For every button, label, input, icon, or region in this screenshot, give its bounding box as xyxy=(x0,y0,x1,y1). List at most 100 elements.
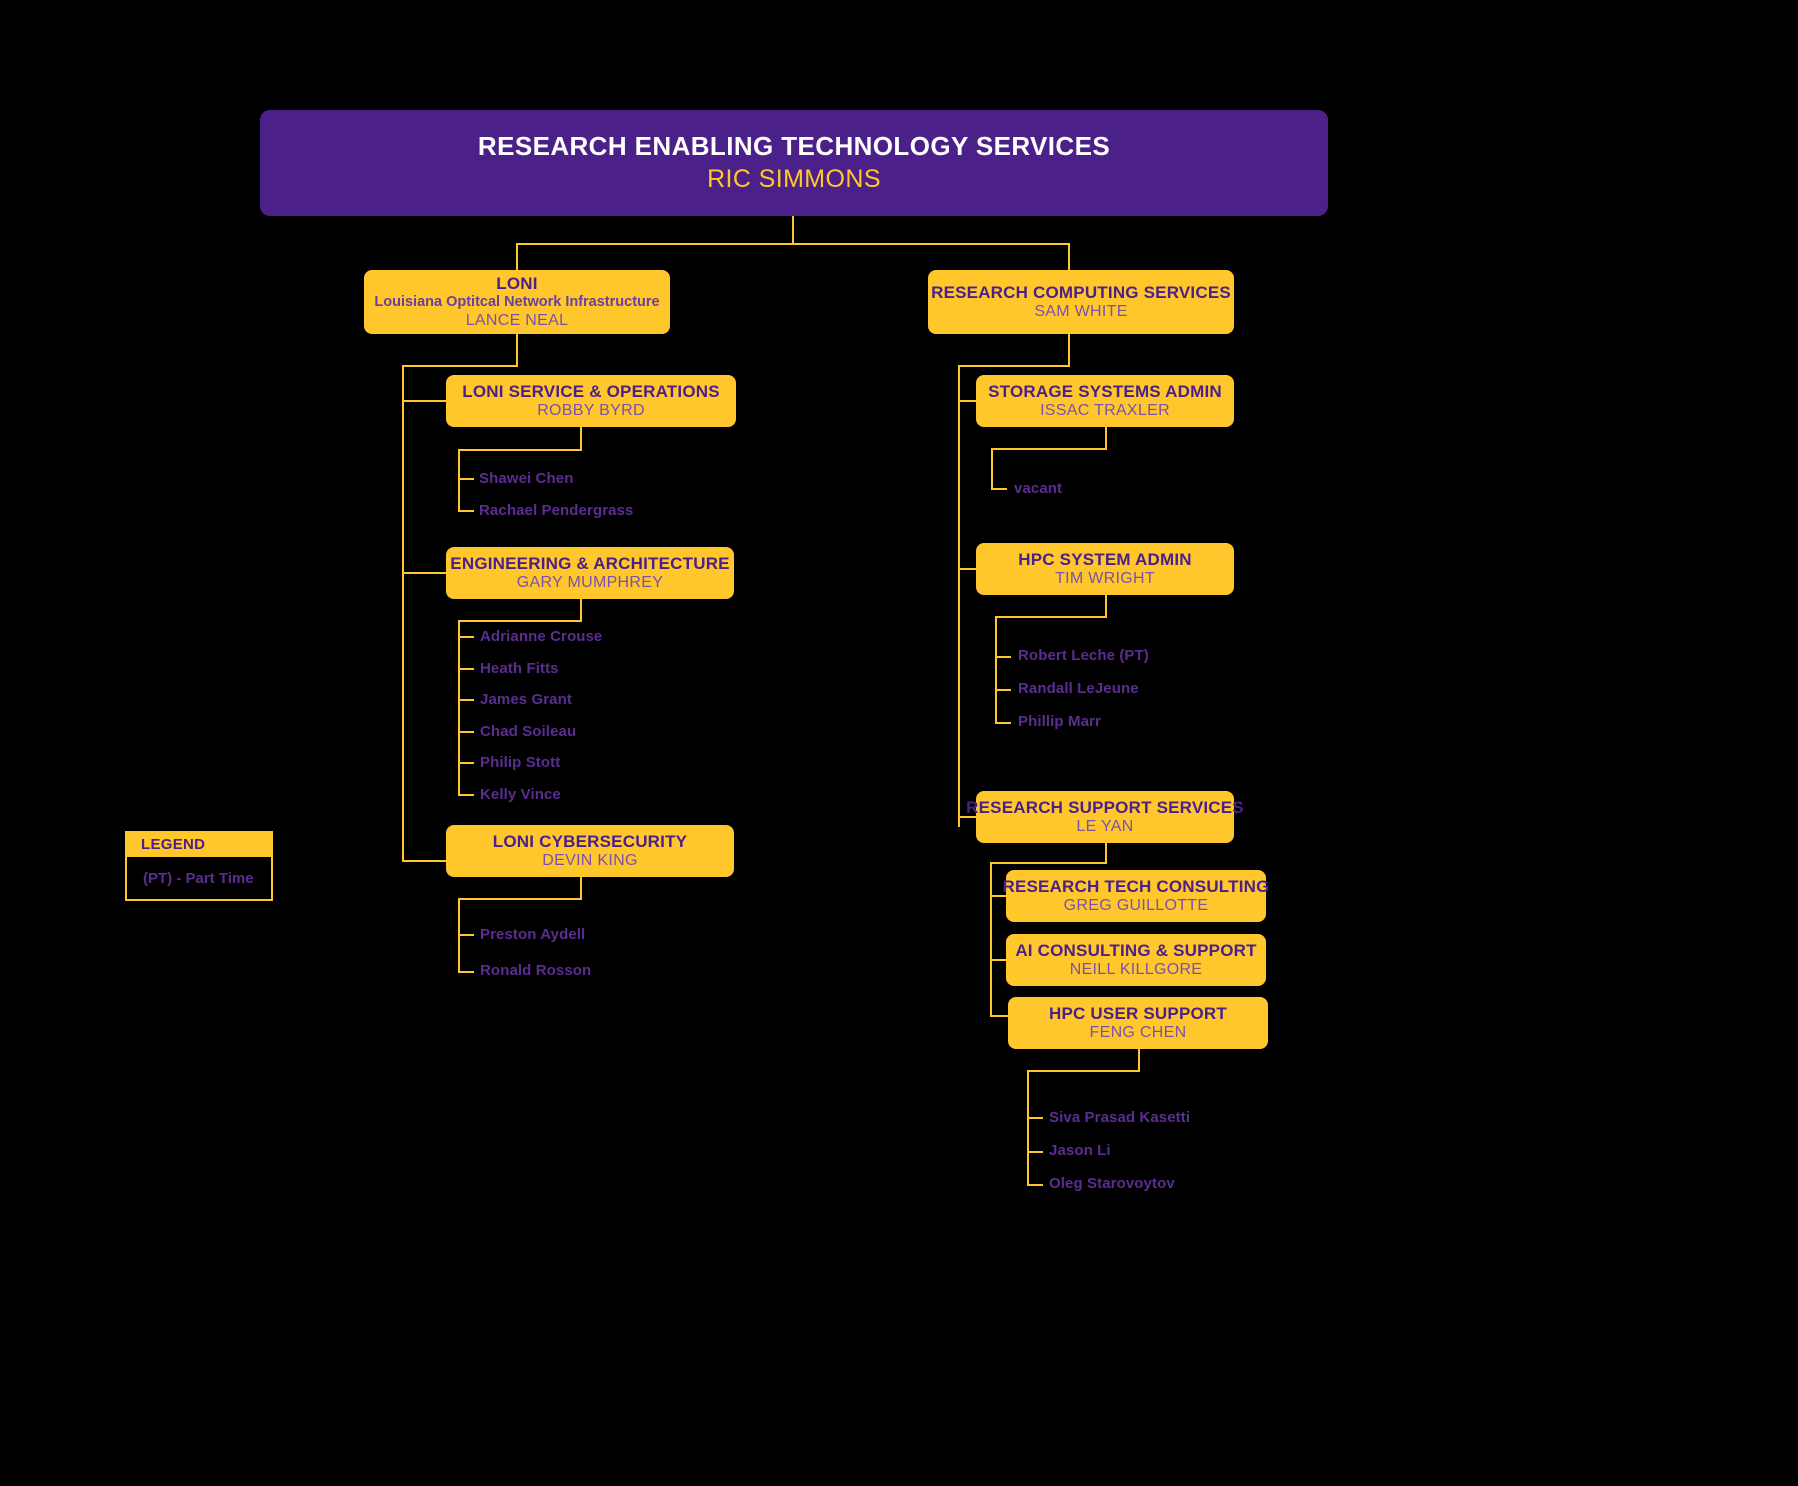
connector-hpc-sys-leaf-3 xyxy=(995,722,1011,724)
staff-name: James Grant xyxy=(480,691,572,708)
staff-name: Siva Prasad Kasetti xyxy=(1049,1109,1191,1126)
division-leader-loni: LANCE NEAL xyxy=(465,311,569,329)
unit-box-storage-systems-admin[interactable]: STORAGE SYSTEMS ADMIN ISSAC TRAXLER xyxy=(976,375,1234,427)
connector-eng-arch-spine xyxy=(458,620,460,795)
connector-hpc-user-leaf-2 xyxy=(1027,1151,1043,1153)
unit-box-ai-consulting-support[interactable]: AI CONSULTING & SUPPORT NEILL KILLGORE xyxy=(1006,934,1266,986)
staff-name: Ronald Rosson xyxy=(480,962,592,979)
connector-root-trunk xyxy=(792,216,794,244)
staff-name: Philip Stott xyxy=(480,754,561,771)
unit-box-research-support-services[interactable]: RESEARCH SUPPORT SERVICES LE YAN xyxy=(966,791,1244,843)
unit-leader-research-tech-consulting: GREG GUILLOTTE xyxy=(1063,897,1209,915)
unit-box-research-tech-consulting[interactable]: RESEARCH TECH CONSULTING GREG GUILLOTTE xyxy=(1002,870,1269,922)
connector-cyber-leaf-1 xyxy=(458,934,474,936)
division-title-research-computing-services: RESEARCH COMPUTING SERVICES xyxy=(931,282,1231,302)
unit-title-research-support-services: RESEARCH SUPPORT SERVICES xyxy=(966,797,1244,817)
connector-loni-spine-turn xyxy=(402,365,518,367)
division-title-loni: LONI xyxy=(496,274,538,294)
unit-title-research-tech-consulting: RESEARCH TECH CONSULTING xyxy=(1002,876,1270,896)
unit-leader-engineering-architecture: GARY MUMPHREY xyxy=(516,574,664,592)
connector-service-ops-leaf-1 xyxy=(458,478,474,480)
staff-name: Jason Li xyxy=(1049,1142,1111,1159)
connector-hpc-sys-drop xyxy=(1105,595,1107,617)
connector-eng-arch-leaf-2 xyxy=(458,668,474,670)
connector-rss-to-research-tech xyxy=(990,895,1008,897)
connector-rss-to-hpc-user-support xyxy=(990,1015,1008,1017)
staff-name: vacant xyxy=(1014,480,1063,497)
connector-hpc-user-spine xyxy=(1027,1070,1029,1185)
staff-name: Kelly Vince xyxy=(480,786,561,803)
staff-name: Preston Aydell xyxy=(480,926,586,943)
unit-leader-storage-systems-admin: ISSAC TRAXLER xyxy=(1040,402,1170,420)
connector-eng-arch-turn xyxy=(458,620,582,622)
staff-name: Shawei Chen xyxy=(479,470,574,487)
connector-rcs-to-storage-admin xyxy=(958,400,978,402)
connector-cyber-leaf-2 xyxy=(458,971,474,973)
unit-box-loni-cybersecurity[interactable]: LONI CYBERSECURITY DEVIN KING xyxy=(446,825,734,877)
unit-title-loni-service-operations: LONI SERVICE & OPERATIONS xyxy=(462,381,720,401)
connector-root-bus xyxy=(516,243,1070,245)
staff-name: Phillip Marr xyxy=(1018,713,1101,730)
unit-leader-hpc-user-support: FENG CHEN xyxy=(1089,1024,1187,1042)
connector-rcs-to-research-support xyxy=(958,816,978,818)
division-box-research-computing-services[interactable]: RESEARCH COMPUTING SERVICES SAM WHITE xyxy=(928,270,1234,334)
unit-leader-loni-cybersecurity: DEVIN KING xyxy=(542,852,638,870)
unit-box-hpc-user-support[interactable]: HPC USER SUPPORT FENG CHEN xyxy=(1008,997,1268,1049)
connector-hpc-sys-spine xyxy=(995,616,997,723)
connector-cyber-turn xyxy=(458,898,582,900)
unit-title-loni-cybersecurity: LONI CYBERSECURITY xyxy=(492,831,688,851)
root-box-research-enabling-technology-services[interactable]: RESEARCH ENABLING TECHNOLOGY SERVICES RI… xyxy=(260,110,1328,216)
connector-hpc-sys-leaf-1 xyxy=(995,656,1011,658)
connector-service-ops-turn xyxy=(458,449,582,451)
unit-leader-hpc-system-admin: TIM WRIGHT xyxy=(1055,570,1155,588)
division-box-loni[interactable]: LONI Louisiana Optitcal Network Infrastr… xyxy=(364,270,670,334)
connector-eng-arch-leaf-6 xyxy=(458,794,474,796)
connector-loni-to-cybersecurity xyxy=(402,860,446,862)
connector-loni-spine-top xyxy=(516,334,518,366)
connector-eng-arch-leaf-4 xyxy=(458,731,474,733)
connector-service-ops-spine xyxy=(458,449,460,511)
root-leader-name: RIC SIMMONS xyxy=(707,165,881,194)
unit-title-engineering-architecture: ENGINEERING & ARCHITECTURE xyxy=(450,553,730,573)
unit-title-storage-systems-admin: STORAGE SYSTEMS ADMIN xyxy=(988,381,1222,401)
connector-loni-to-service-ops xyxy=(402,400,446,402)
connector-storage-drop xyxy=(1105,427,1107,449)
connector-rss-spine xyxy=(990,862,992,1016)
connector-loni-spine xyxy=(402,365,404,862)
connector-hpc-user-turn xyxy=(1027,1070,1140,1072)
unit-title-ai-consulting-support: AI CONSULTING & SUPPORT xyxy=(1015,940,1257,960)
connector-storage-turn xyxy=(991,448,1107,450)
connector-root-to-loni xyxy=(516,243,518,272)
connector-hpc-user-leaf-1 xyxy=(1027,1117,1043,1119)
unit-box-hpc-system-admin[interactable]: HPC SYSTEM ADMIN TIM WRIGHT xyxy=(976,543,1234,595)
connector-hpc-sys-leaf-2 xyxy=(995,689,1011,691)
connector-eng-arch-leaf-5 xyxy=(458,762,474,764)
division-leader-research-computing-services: SAM WHITE xyxy=(1034,303,1128,321)
staff-name: Rachael Pendergrass xyxy=(479,502,634,519)
unit-leader-ai-consulting-support: NEILL KILLGORE xyxy=(1069,961,1203,979)
unit-box-engineering-architecture[interactable]: ENGINEERING & ARCHITECTURE GARY MUMPHREY xyxy=(446,547,734,599)
connector-storage-spine xyxy=(991,448,993,489)
legend-body: (PT) - Part Time xyxy=(125,857,273,901)
connector-service-ops-drop xyxy=(580,427,582,450)
staff-name: Randall LeJeune xyxy=(1018,680,1139,697)
unit-title-hpc-user-support: HPC USER SUPPORT xyxy=(1049,1003,1227,1023)
connector-cyber-drop xyxy=(580,877,582,899)
connector-rss-to-ai-consulting xyxy=(990,959,1008,961)
connector-rcs-spine-top xyxy=(1068,334,1070,366)
staff-name: Robert Leche (PT) xyxy=(1018,647,1149,664)
connector-hpc-sys-turn xyxy=(995,616,1107,618)
connector-hpc-user-drop xyxy=(1138,1049,1140,1071)
staff-name: Heath Fitts xyxy=(480,660,559,677)
unit-box-loni-service-operations[interactable]: LONI SERVICE & OPERATIONS ROBBY BYRD xyxy=(446,375,736,427)
connector-rcs-to-hpc-sys-admin xyxy=(958,568,978,570)
root-title: RESEARCH ENABLING TECHNOLOGY SERVICES xyxy=(477,130,1111,161)
connector-service-ops-leaf-2 xyxy=(458,510,474,512)
connector-root-to-rcs xyxy=(1068,243,1070,272)
division-subtitle-loni: Louisiana Optitcal Network Infrastructur… xyxy=(374,293,660,310)
staff-name: Chad Soileau xyxy=(480,723,577,740)
unit-leader-research-support-services: LE YAN xyxy=(1076,818,1134,836)
unit-leader-loni-service-operations: ROBBY BYRD xyxy=(537,402,645,420)
connector-loni-to-eng-arch xyxy=(402,572,446,574)
